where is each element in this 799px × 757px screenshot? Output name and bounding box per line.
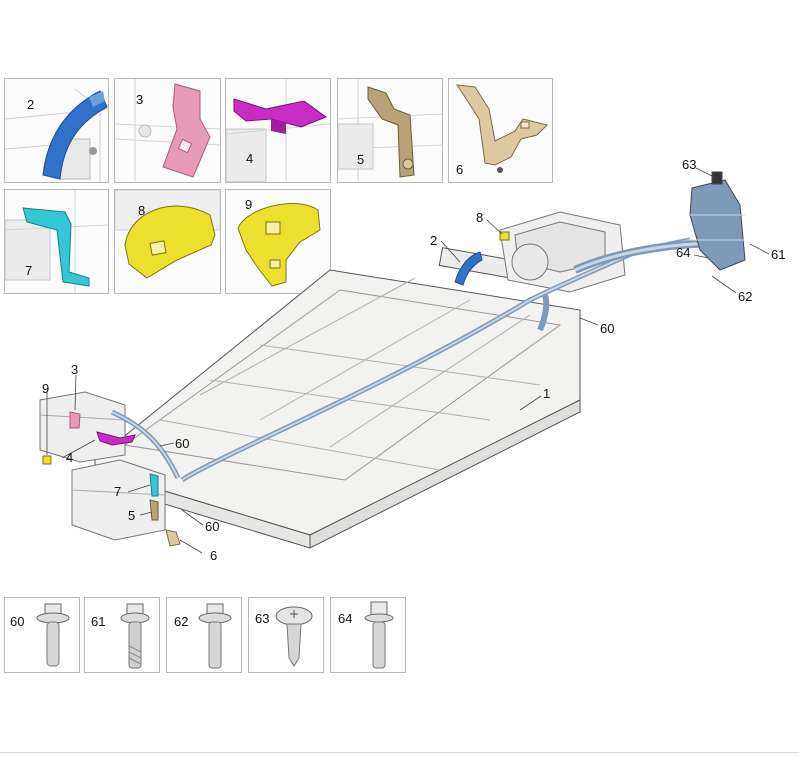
callout-4: 4 bbox=[66, 450, 74, 465]
part-7-installed bbox=[149, 473, 159, 497]
bolt-62-drawing bbox=[198, 603, 232, 669]
part-number-label: 8 bbox=[138, 203, 146, 218]
front-modules bbox=[39, 391, 166, 541]
fastener-number-label: 62 bbox=[174, 614, 189, 629]
bolt-64-drawing bbox=[364, 601, 394, 669]
callout-60: 60 bbox=[205, 519, 220, 534]
part-3-installed bbox=[69, 411, 81, 429]
part-3-bracket-drawing bbox=[115, 79, 220, 182]
callout-1: 1 bbox=[543, 386, 551, 401]
divider bbox=[0, 752, 799, 753]
bolt-61-drawing bbox=[120, 603, 150, 669]
part-9-installed bbox=[42, 455, 52, 465]
fastener-number-label: 61 bbox=[91, 614, 106, 629]
battery-pack-tray bbox=[94, 247, 581, 549]
part-2-bracket-drawing bbox=[5, 88, 108, 182]
fastener-60[interactable]: 60 bbox=[4, 597, 80, 673]
callout-8: 8 bbox=[476, 210, 484, 225]
fastener-number-label: 60 bbox=[10, 614, 25, 629]
part-number-label: 6 bbox=[456, 162, 464, 177]
callout-64: 64 bbox=[676, 245, 691, 260]
callout-60: 60 bbox=[175, 436, 190, 451]
callout-61: 61 bbox=[771, 247, 786, 262]
part-4-bracket-drawing bbox=[226, 79, 330, 182]
part-number-label: 9 bbox=[245, 197, 253, 212]
callout-62: 62 bbox=[738, 289, 753, 304]
drive-unit bbox=[499, 211, 626, 293]
fastener-64[interactable]: 64 bbox=[330, 597, 406, 673]
fastener-63[interactable]: 63 bbox=[248, 597, 324, 673]
part-number-label: 3 bbox=[136, 92, 144, 107]
fastener-61[interactable]: 61 bbox=[84, 597, 160, 673]
part-6-installed bbox=[165, 529, 181, 547]
thumbnail-part-6[interactable]: 6 bbox=[448, 78, 553, 183]
part-8-clip-drawing bbox=[115, 190, 220, 279]
part-number-label: 2 bbox=[27, 97, 35, 112]
thumbnail-part-5[interactable]: 5 bbox=[337, 78, 443, 183]
part-number-label: 4 bbox=[246, 151, 254, 166]
part-4-installed bbox=[96, 431, 136, 446]
part-5-installed bbox=[149, 499, 159, 521]
thumbnail-part-3[interactable]: 3 bbox=[114, 78, 221, 183]
part-7-bracket-drawing bbox=[5, 190, 108, 293]
callout-9: 9 bbox=[42, 381, 50, 396]
thumbnail-part-7[interactable]: 7 bbox=[4, 189, 109, 294]
callout-6: 6 bbox=[210, 548, 218, 563]
rear-connector-assembly bbox=[689, 171, 746, 271]
fastener-62[interactable]: 62 bbox=[166, 597, 242, 673]
thumbnail-part-2[interactable]: 2 bbox=[4, 78, 109, 183]
part-number-label: 5 bbox=[357, 152, 365, 167]
screw-63-drawing bbox=[275, 606, 313, 667]
callout-60: 60 bbox=[600, 321, 615, 336]
thumbnail-part-9[interactable]: 9 bbox=[225, 189, 331, 294]
part-8-installed bbox=[499, 231, 510, 241]
thumbnail-part-8[interactable]: 8 bbox=[114, 189, 221, 294]
fastener-number-label: 64 bbox=[338, 611, 353, 626]
part-5-bracket-drawing bbox=[338, 79, 442, 182]
thumbnail-part-4[interactable]: 4 bbox=[225, 78, 331, 183]
fastener-number-label: 63 bbox=[255, 611, 270, 626]
part-9-clip-drawing bbox=[237, 202, 321, 287]
part-2-installed bbox=[454, 251, 483, 286]
callout-63: 63 bbox=[682, 157, 697, 172]
callout-5: 5 bbox=[128, 508, 136, 523]
part-number-label: 7 bbox=[25, 263, 33, 278]
leader-lines bbox=[46, 167, 770, 554]
callout-7: 7 bbox=[114, 484, 122, 499]
callout-3: 3 bbox=[71, 362, 79, 377]
bolt-60-drawing bbox=[36, 603, 70, 667]
part-6-bracket-drawing bbox=[455, 84, 548, 173]
callout-2: 2 bbox=[430, 233, 438, 248]
